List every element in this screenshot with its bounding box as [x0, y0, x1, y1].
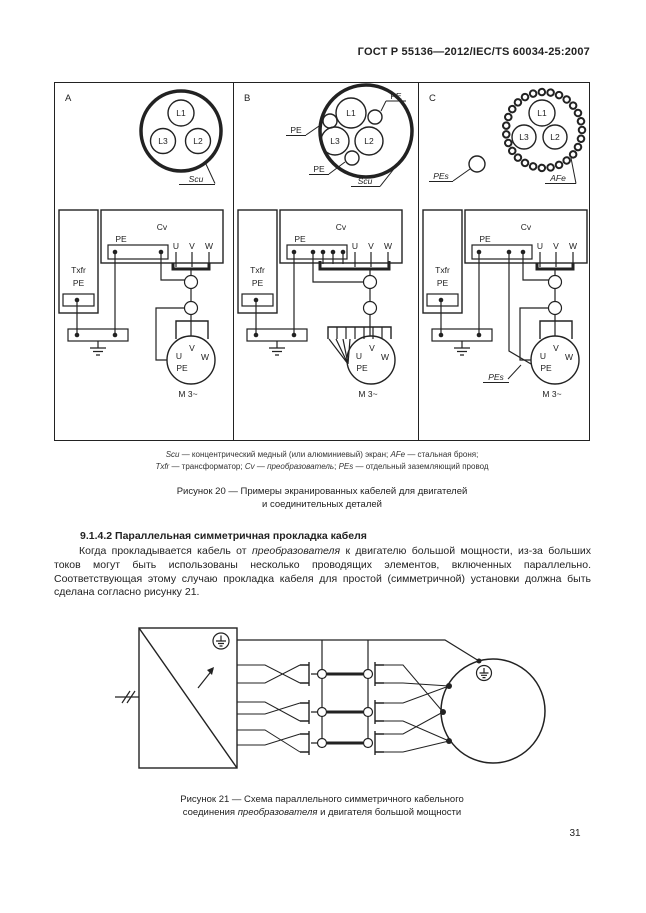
svg-text:PE: PE — [437, 278, 449, 288]
parallel-cables — [300, 662, 384, 755]
svg-text:W: W — [569, 241, 577, 251]
page-number: 31 — [569, 828, 581, 839]
svg-text:L3: L3 — [330, 136, 340, 146]
svg-text:V: V — [553, 343, 559, 353]
figure20-col-c: C L1 L3 L2 PEs AFe — [418, 83, 592, 440]
earth-ground-icon — [90, 341, 106, 356]
svg-text:Cv: Cv — [157, 222, 168, 232]
svg-text:Txfr: Txfr — [71, 265, 86, 275]
svg-text:W: W — [201, 352, 209, 362]
earth-ground-icon — [475, 664, 493, 682]
diagram-c: C L1 L3 L2 PEs AFe — [422, 87, 588, 399]
motor-label: M 3~ — [178, 389, 197, 399]
svg-text:U: U — [176, 351, 182, 361]
figure21-diagram — [115, 622, 555, 787]
svg-text:PE: PE — [479, 234, 491, 244]
page-header: ГОСТ Р 55136—2012/IEC/TS 60034-25:2007 — [357, 46, 590, 58]
svg-text:U: U — [537, 241, 543, 251]
pe-label: PE — [290, 125, 302, 135]
svg-text:L3: L3 — [158, 136, 168, 146]
svg-text:U: U — [356, 351, 362, 361]
svg-text:PE: PE — [540, 363, 552, 373]
legend-line: Txfr — трансформатор; Cv — преобразовате… — [155, 462, 489, 471]
cable-cross-section-a: L1 L3 L2 Scu — [139, 89, 223, 185]
svg-text:Txfr: Txfr — [250, 265, 265, 275]
svg-text:V: V — [189, 241, 195, 251]
transposed-wires-left — [237, 664, 301, 753]
svg-text:W: W — [381, 352, 389, 362]
svg-text:L1: L1 — [176, 108, 186, 118]
svg-text:Txfr: Txfr — [435, 265, 450, 275]
svg-text:V: V — [553, 241, 559, 251]
legend-line: Scu — концентрический медный (или алюмин… — [165, 450, 479, 459]
motor-circle — [440, 658, 546, 764]
earth-ground-icon — [212, 632, 230, 650]
section-heading: 9.1.4.2 Параллельная симметричная прокла… — [80, 530, 367, 542]
pes-label: PEs — [488, 372, 504, 382]
svg-text:V: V — [369, 343, 375, 353]
transposed-wires-right — [384, 664, 452, 753]
panel-letter: C — [429, 93, 436, 104]
pe-label: PE — [313, 164, 325, 174]
pe-label: PE — [390, 91, 402, 101]
motor-label: M 3~ — [542, 389, 561, 399]
figure20-legend: Scu — концентрический медный (или алюмин… — [54, 449, 590, 473]
svg-text:U: U — [173, 241, 179, 251]
pes-label: PEs — [433, 171, 449, 181]
shield-bond-wire — [237, 639, 482, 743]
figure20-col-b: B L1 L3 L2 PE PE — [233, 83, 418, 440]
panel-letter: B — [244, 93, 250, 104]
svg-text:V: V — [189, 343, 195, 353]
figure20-panel: A L1 L3 L2 Scu Txfr — [54, 82, 590, 441]
earth-ground-icon — [269, 341, 285, 356]
svg-text:L2: L2 — [364, 136, 374, 146]
svg-text:L2: L2 — [550, 132, 560, 142]
armour-label: AFe — [549, 173, 566, 183]
svg-text:W: W — [565, 352, 573, 362]
svg-text:L2: L2 — [193, 136, 203, 146]
figure21-caption: Рисунок 21 — Схема параллельного симметр… — [180, 794, 464, 818]
svg-text:W: W — [205, 241, 213, 251]
svg-text:U: U — [352, 241, 358, 251]
svg-text:Cv: Cv — [336, 222, 347, 232]
supply-line — [115, 690, 139, 704]
figure20-caption: Рисунок 20 — Примеры экранированных кабе… — [176, 486, 468, 510]
diagram-b: B L1 L3 L2 PE PE — [237, 83, 414, 399]
svg-text:Cv: Cv — [521, 222, 532, 232]
diagram-a: A L1 L3 L2 Scu Txfr — [58, 89, 224, 399]
svg-text:L3: L3 — [519, 132, 529, 142]
cable-cross-section-c: L1 L3 L2 PEs AFe — [429, 87, 587, 184]
cable-cross-section-b: L1 L3 L2 PE PE PE Scu — [286, 83, 414, 187]
svg-text:V: V — [368, 241, 374, 251]
svg-text:L1: L1 — [346, 108, 356, 118]
svg-text:PE: PE — [294, 234, 306, 244]
svg-text:PE: PE — [115, 234, 127, 244]
shield-label: Scu — [358, 176, 373, 186]
panel-letter: A — [65, 93, 72, 104]
circuit-a: Txfr PE Cv PE U V W — [58, 209, 224, 399]
earth-ground-icon — [454, 341, 470, 356]
svg-text:PE: PE — [176, 363, 188, 373]
svg-text:U: U — [540, 351, 546, 361]
converter-box — [138, 627, 238, 769]
svg-text:PE: PE — [356, 363, 368, 373]
circuit-b: Txfr PE Cv PE U V W — [237, 209, 403, 399]
circuit-c: Txfr PE Cv PE U V W — [422, 209, 588, 399]
svg-text:L1: L1 — [537, 108, 547, 118]
figure20-col-a: A L1 L3 L2 Scu Txfr — [55, 83, 233, 440]
section-paragraph: Когда прокладывается кабель от преобразо… — [54, 545, 591, 599]
svg-text:W: W — [384, 241, 392, 251]
svg-text:PE: PE — [252, 278, 264, 288]
shield-label: Scu — [189, 174, 204, 184]
svg-text:PE: PE — [73, 278, 85, 288]
motor-label: M 3~ — [358, 389, 377, 399]
